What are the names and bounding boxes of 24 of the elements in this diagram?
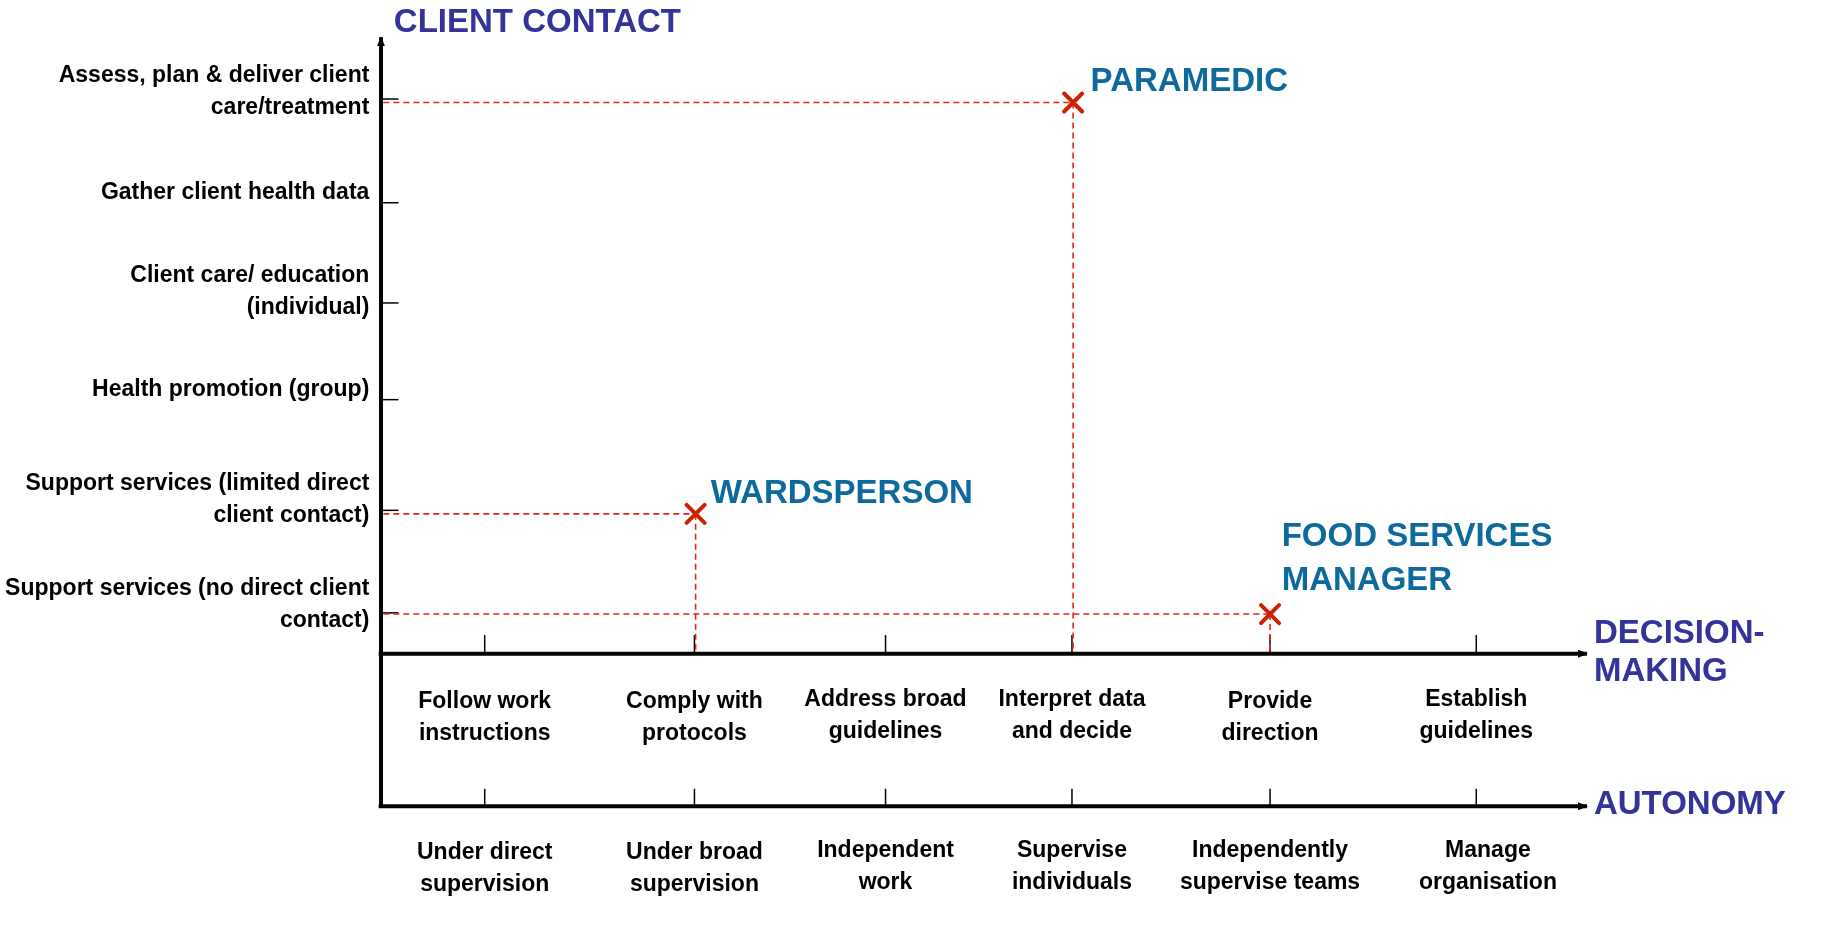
axis-tick-label: Gather client health data [99,176,370,206]
axis-tick-label: Interpret data and decide [997,683,1147,745]
axis-tick-label: Address broad guidelines [803,683,968,745]
axis-tick-label: Manage organisation [1417,835,1558,897]
axis-tick-label: Provide direction [1220,685,1320,747]
role-label: WARDSPERSON [710,471,974,512]
axis-tick-label: Assess, plan & deliver client care/treatment [57,60,370,122]
axis-tick-label: Client care/ education (individual) [129,259,370,321]
axis-tick-label: Independently supervise teams [1178,835,1362,897]
axis-tick-label: Support services (limited direct client contact) [24,468,370,530]
role-label: FOOD SERVICES MANAGER [1281,514,1554,599]
axis-title: DECISION-MAKING [1593,612,1766,689]
axis-tick-label: Follow work instructions [417,685,553,747]
axis-tick-label: Supervise individuals [1010,835,1134,897]
axis-tick-label: Establish guidelines [1418,683,1535,745]
axis-title: AUTONOMY [1593,784,1787,823]
axis-tick-label: Health promotion (group) [91,373,370,403]
axis-tick-label: Comply with protocols [625,685,764,747]
axis-tick-label: Under broad supervision [625,837,764,899]
axis-tick-label: Support services (no direct client contact) [4,572,370,634]
axis-tick-label: Independent work [816,835,955,897]
role-label: PARAMEDIC [1090,60,1289,101]
axis-tick-label: Under direct supervision [415,837,554,899]
axis-title: CLIENT CONTACT [393,2,682,41]
